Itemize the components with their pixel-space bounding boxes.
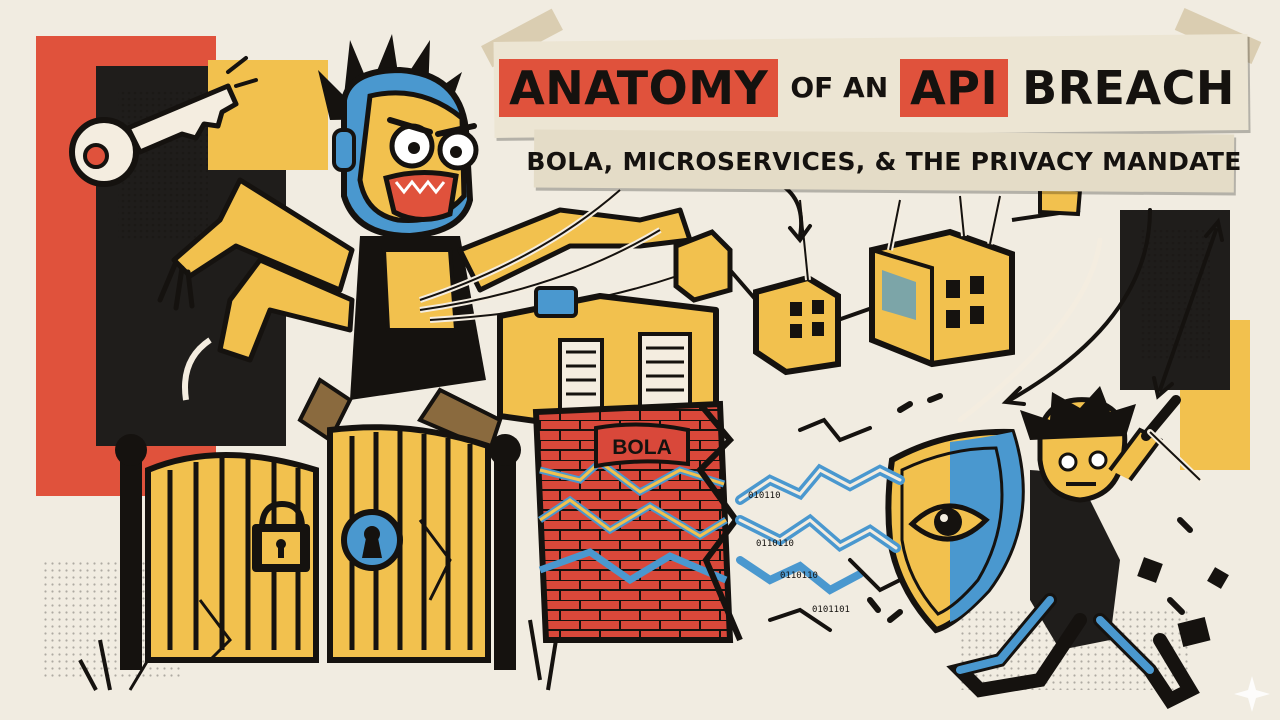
flow-arrows <box>778 182 1224 423</box>
binary-stream: 0101101 <box>812 605 850 615</box>
data-stream-blast <box>735 393 1193 632</box>
bola-wall <box>532 400 743 643</box>
page-subtitle: BOLA, MICROSERVICES, & THE PRIVACY MANDA… <box>526 146 1242 176</box>
bola-wall-label: BOLA <box>612 436 672 459</box>
binary-stream: 0110110 <box>780 571 818 581</box>
binary-stream: 010110 <box>748 491 781 501</box>
title-word: OF AN <box>790 71 889 104</box>
broken-gates <box>78 424 558 691</box>
padlock-icon <box>252 500 310 572</box>
server-rack <box>497 286 719 433</box>
keyhole-icon <box>341 509 403 571</box>
sparkle-icon <box>1234 676 1270 712</box>
title-word: ANATOMY <box>499 59 779 117</box>
page-title: ANATOMY OF AN API BREACH <box>499 50 1245 126</box>
key-icon <box>69 56 258 187</box>
microservice-cubes <box>673 183 1083 376</box>
robot-attacker <box>157 34 722 453</box>
sword-icon <box>1141 395 1203 483</box>
title-word: API <box>900 59 1009 117</box>
binary-stream: 0110110 <box>756 539 794 549</box>
title-word: BREACH <box>1020 59 1245 117</box>
eye-icon <box>908 503 990 542</box>
